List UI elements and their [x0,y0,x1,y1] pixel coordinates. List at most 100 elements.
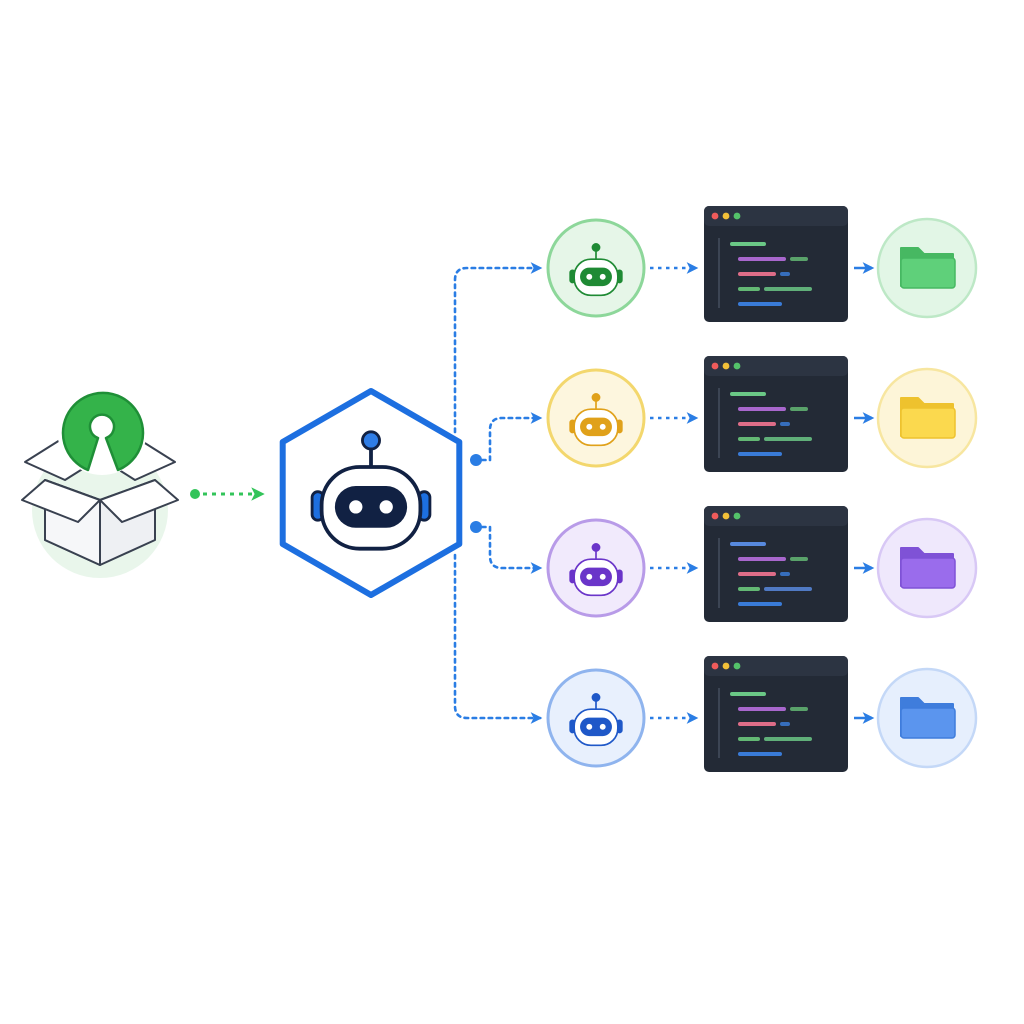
folder-icon-yellow [900,397,956,439]
box-flap-front-right [99,479,179,523]
code-line [790,257,808,261]
folder-front [900,707,956,739]
code-line [764,587,812,591]
code-window-bg [704,506,848,622]
code-line [790,407,808,411]
robot-eye-right [599,723,606,730]
window-dot [722,662,730,670]
code-line [738,407,786,411]
window-dot [733,212,741,220]
robot-eye-left [586,573,593,580]
robot-eye-left [349,500,363,514]
code-line [730,392,766,396]
orchestrator-robot [310,430,432,551]
branch-node-3 [470,521,482,533]
branch-line-4 [453,553,543,724]
robot-eye-right [599,273,606,280]
code-window-green [704,206,848,322]
robot-eye-left [586,423,593,430]
code-line [780,722,790,726]
robot-visor [580,267,612,287]
code-window-blue [704,656,848,772]
agent-robot-icon-purple [569,543,623,597]
code-line [738,707,786,711]
code-line [790,557,808,561]
folder-front [900,557,956,589]
folder-icon-purple [900,547,956,589]
code-line [738,437,760,441]
code-line [738,272,776,276]
agent-robot-icon-green [569,243,623,297]
robot-antenna-tip [591,393,601,402]
code-line [738,257,786,261]
code-line [738,602,782,606]
robot-eye-left [586,273,593,280]
code-line [764,737,812,741]
folder-front [900,407,956,439]
code-line [738,572,776,576]
code-window-bg [704,206,848,322]
code-window-titlebar [704,356,848,376]
orchestrator-robot-icon [279,388,463,598]
code-line [780,272,790,276]
window-dot [711,512,719,520]
code-line [764,287,812,291]
robot-antenna-tip [591,543,601,552]
robot-antenna-tip [591,243,601,252]
box-flap-front-left [21,479,101,523]
pipeline-row-purple [546,506,978,622]
window-dot [733,662,741,670]
code-line [738,287,760,291]
open-source-package-icon [21,385,179,578]
robot-antenna-tip [361,430,381,451]
robot-eye-left [586,723,593,730]
robot-visor [334,486,408,528]
pipeline-row-green [546,206,978,322]
agent-robot-icon-yellow [569,393,623,447]
code-window-titlebar [704,506,848,526]
code-window-titlebar [704,656,848,676]
code-line [738,557,786,561]
code-line [730,542,766,546]
code-line [738,302,782,306]
robot-eye-right [379,500,393,514]
code-line [780,572,790,576]
window-dot [722,362,730,370]
window-dot [711,362,719,370]
robot-visor [580,417,612,437]
open-source-logo [61,391,145,472]
robot-antenna-tip [591,693,601,702]
code-window-bg [704,356,848,472]
branch-line-3 [480,525,543,574]
window-dot [722,212,730,220]
window-dot [711,662,719,670]
window-dot [733,362,741,370]
branch-node-2 [470,454,482,466]
code-window-bg [704,656,848,772]
branch-line-1 [453,262,543,434]
code-line [738,752,782,756]
code-window-titlebar [704,206,848,226]
code-line [738,587,760,591]
pipeline-row-blue [546,656,978,772]
code-line [780,422,790,426]
window-dot [733,512,741,520]
window-dot [711,212,719,220]
pipeline-row-yellow [546,356,978,472]
robot-eye-right [599,573,606,580]
agent-robot-icon-blue [569,693,623,747]
code-line [730,242,766,246]
code-line [738,452,782,456]
folder-front [900,257,956,289]
code-line [764,437,812,441]
source-to-orchestrator-arrow [190,487,265,501]
robot-visor [580,717,612,737]
agent-pipelines [546,206,978,772]
code-line [738,422,776,426]
code-line [730,692,766,696]
code-line [738,737,760,741]
window-dot [722,512,730,520]
robot-eye-right [599,423,606,430]
